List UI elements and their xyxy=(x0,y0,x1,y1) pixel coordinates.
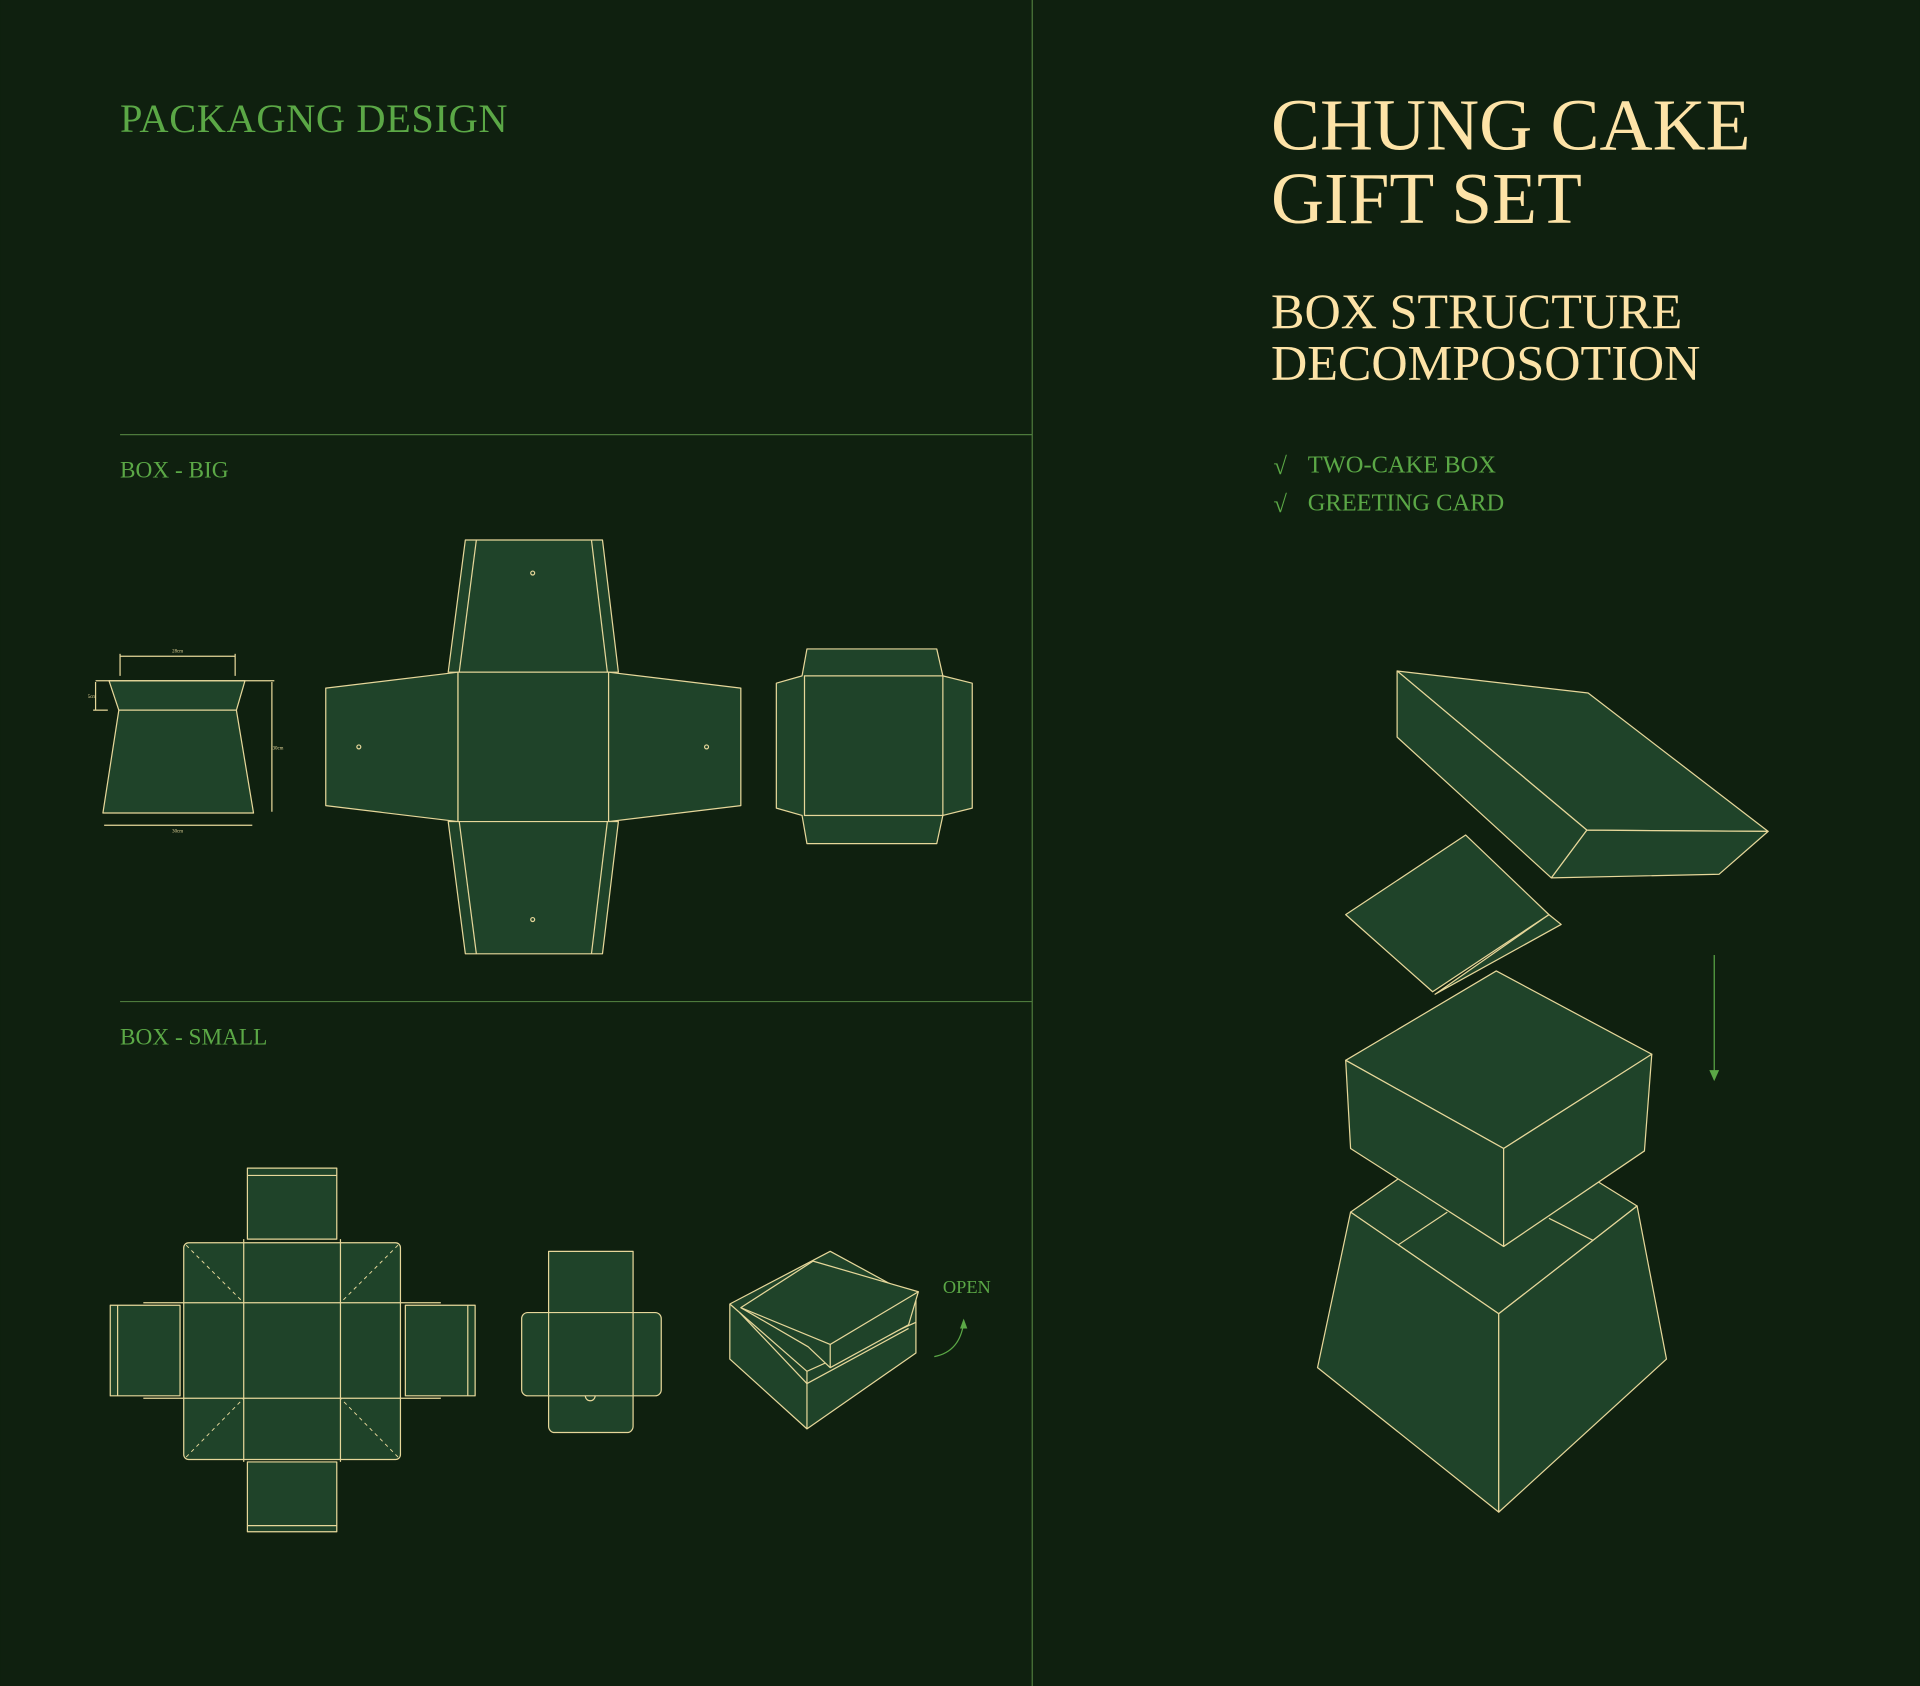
dim-bottom: 30cm xyxy=(172,830,183,835)
big-box-net xyxy=(325,539,742,955)
dim-flap: 5cm xyxy=(88,695,97,700)
open-label: OPEN xyxy=(943,1277,991,1297)
main-title-line1: CHUNG CAKE xyxy=(1271,84,1751,165)
checklist-item: TWO-CAKE BOX xyxy=(1308,452,1497,479)
section-label-big: BOX - BIG xyxy=(120,458,229,484)
main-title-line2: GIFT SET xyxy=(1271,158,1582,239)
section-label-small: BOX - SMALL xyxy=(120,1024,267,1050)
checklist-item: GREETING CARD xyxy=(1308,490,1504,517)
check-icon: √ xyxy=(1273,453,1287,480)
subtitle-line2: DECOMPOSOTION xyxy=(1271,335,1700,391)
small-box-open-illustration: OPEN xyxy=(729,1250,991,1430)
checklist: √ TWO-CAKE BOX √ GREETING CARD xyxy=(1273,452,1504,518)
check-icon: √ xyxy=(1273,491,1287,518)
dim-top: 28cm xyxy=(172,650,183,655)
small-box-lid-net xyxy=(521,1250,662,1434)
small-box-net xyxy=(109,1167,476,1533)
page-title: PACKAGNG DESIGN xyxy=(120,96,508,141)
big-box-side-view: 28cm 5cm 30cm 30cm xyxy=(88,650,284,835)
exploded-box-illustration xyxy=(1316,670,1769,1513)
subtitle-line1: BOX STRUCTURE xyxy=(1271,283,1682,339)
big-box-lid-net xyxy=(775,648,973,845)
dim-height: 30cm xyxy=(273,746,284,751)
